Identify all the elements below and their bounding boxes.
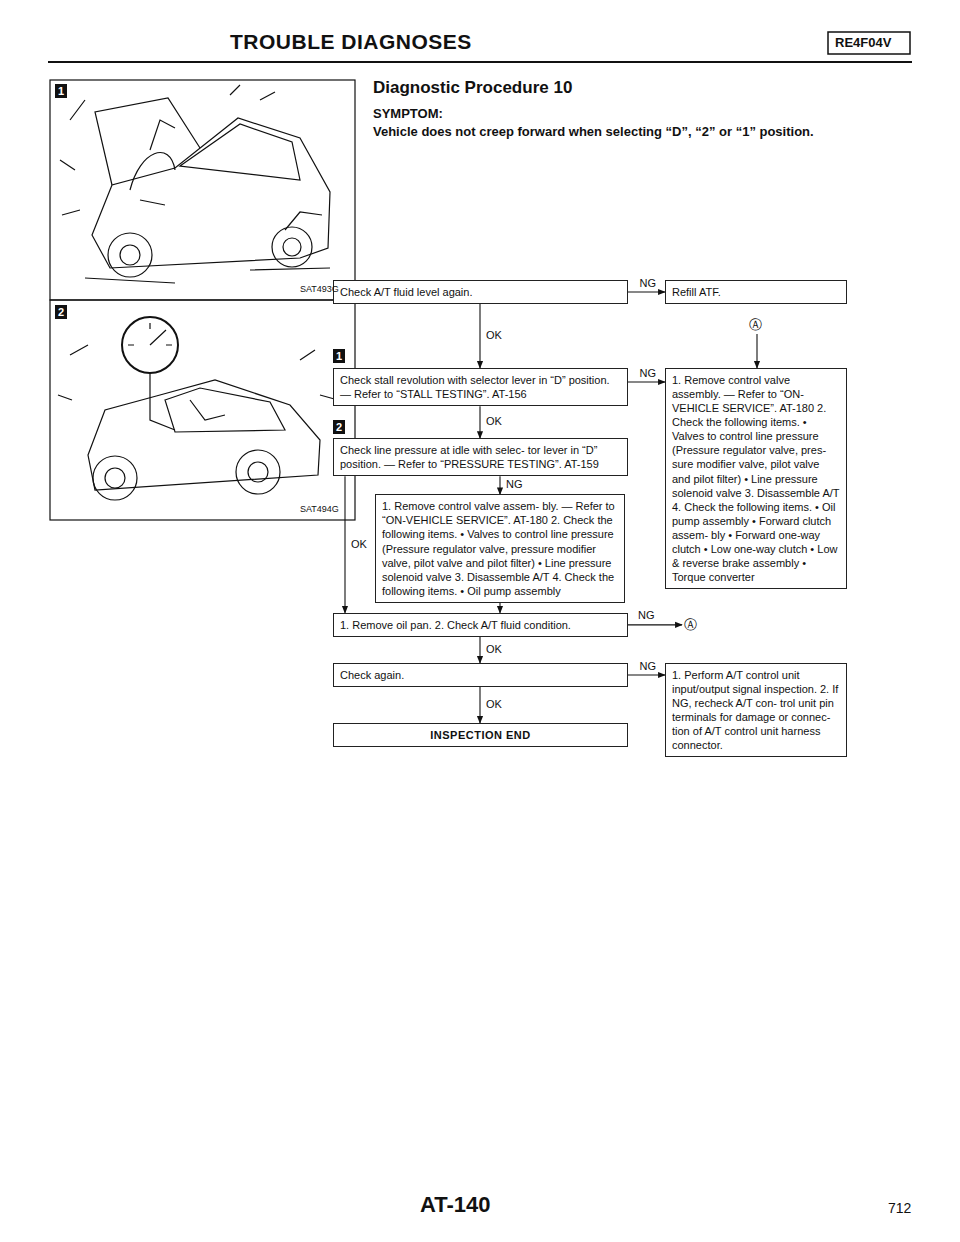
pressure-gauge — [122, 317, 178, 373]
branch-label: OK — [484, 698, 504, 710]
page-number: 712 — [888, 1200, 911, 1216]
wheel — [93, 456, 137, 500]
wheel-hub — [283, 238, 301, 256]
flow-arrow — [499, 603, 500, 613]
callout-number: 2 — [55, 305, 67, 319]
figure-frame — [50, 80, 355, 300]
engine-detail — [130, 120, 175, 205]
branch-label: NG — [638, 609, 655, 621]
box-text: Check again. — [340, 668, 621, 682]
flow-arrow — [479, 304, 480, 368]
car-lift-figure — [50, 80, 355, 300]
lift-plates — [85, 212, 330, 283]
open-hood — [95, 98, 200, 185]
flow-arrow — [499, 476, 500, 494]
branch-label: OK — [484, 329, 504, 341]
flow-arrow — [479, 637, 480, 663]
process-box: 1. Perform A/T control unit input/output… — [665, 663, 847, 757]
branch-label: NG — [638, 660, 659, 672]
flow-arrow — [628, 674, 665, 675]
procedure-heading: Diagnostic Procedure 10 — [373, 78, 572, 98]
wheel-hub — [120, 245, 140, 265]
wheel — [236, 450, 280, 494]
wheel-hub — [248, 462, 268, 482]
callout-number: 2 — [333, 420, 345, 434]
figure-frame — [50, 300, 355, 520]
figure-code: SAT494G — [300, 504, 339, 514]
box-text: Check stall revolution with selector lev… — [340, 373, 621, 401]
end-box: INSPECTION END — [333, 723, 628, 747]
model-code: RE4F04V — [835, 35, 891, 50]
callout-number: 1 — [55, 84, 67, 98]
rule-line — [48, 61, 912, 63]
branch-label: OK — [484, 415, 504, 427]
flow-arrow — [628, 291, 665, 292]
connector-symbol: Ⓐ — [749, 316, 762, 334]
flow-arrow — [479, 687, 480, 723]
wheel — [272, 227, 312, 267]
wheel-hub — [105, 468, 125, 488]
symptom-text: Vehicle does not creep forward when sele… — [373, 124, 913, 139]
flow-arrow — [628, 381, 665, 382]
motion-marks — [58, 345, 338, 400]
motion-marks — [60, 85, 275, 215]
connector-lead — [756, 334, 757, 368]
driver — [190, 400, 225, 420]
box-text: INSPECTION END — [340, 728, 621, 742]
symptom-heading: SYMPTOM: — [373, 106, 443, 121]
flow-arrow — [479, 406, 480, 438]
box-text: 1. Remove oil pan. 2. Check A/T fluid co… — [340, 618, 621, 632]
wheel — [108, 233, 152, 277]
branch-label: NG — [504, 478, 525, 490]
box-text: 1. Remove control valve assem- bly. — Re… — [382, 499, 618, 598]
callout-number: 1 — [333, 349, 345, 363]
box-text: Check line pressure at idle with selec- … — [340, 443, 621, 471]
process-box: Check again. — [333, 663, 628, 687]
gauge-needle — [128, 323, 172, 345]
process-box: Refill ATF. — [665, 280, 847, 304]
process-box: 1. Remove control valve assem- bly. — Re… — [375, 494, 625, 603]
process-box: 1. Remove control valve assembly. — Refe… — [665, 368, 847, 589]
flow-arrow — [344, 476, 345, 613]
box-text: 1. Perform A/T control unit input/output… — [672, 668, 840, 752]
figure-code: SAT493G — [300, 284, 339, 294]
page-heading: TROUBLE DIAGNOSES — [230, 30, 472, 54]
car-body — [88, 380, 320, 490]
car-body — [92, 118, 330, 268]
process-box: Check A/T fluid level again. — [333, 280, 628, 304]
branch-label: NG — [638, 367, 659, 379]
branch-label: OK — [349, 538, 369, 550]
connector-symbol: Ⓐ — [684, 616, 697, 634]
header-rule — [48, 32, 912, 62]
rear-window — [180, 124, 300, 180]
branch-label: OK — [484, 643, 504, 655]
process-box: Check line pressure at idle with selec- … — [333, 438, 628, 476]
process-box: Check stall revolution with selector lev… — [333, 368, 628, 406]
box-text: Refill ATF. — [672, 285, 840, 299]
model-box — [828, 32, 910, 54]
box-text: Check A/T fluid level again. — [340, 285, 621, 299]
process-box: 1. Remove oil pan. 2. Check A/T fluid co… — [333, 613, 628, 637]
connector-lead — [628, 624, 682, 625]
pressure-gauge-figure — [50, 300, 355, 520]
car-window — [165, 388, 285, 432]
branch-label: NG — [638, 277, 659, 289]
page-code: AT-140 — [420, 1192, 491, 1218]
box-text: 1. Remove control valve assembly. — Refe… — [672, 373, 840, 584]
